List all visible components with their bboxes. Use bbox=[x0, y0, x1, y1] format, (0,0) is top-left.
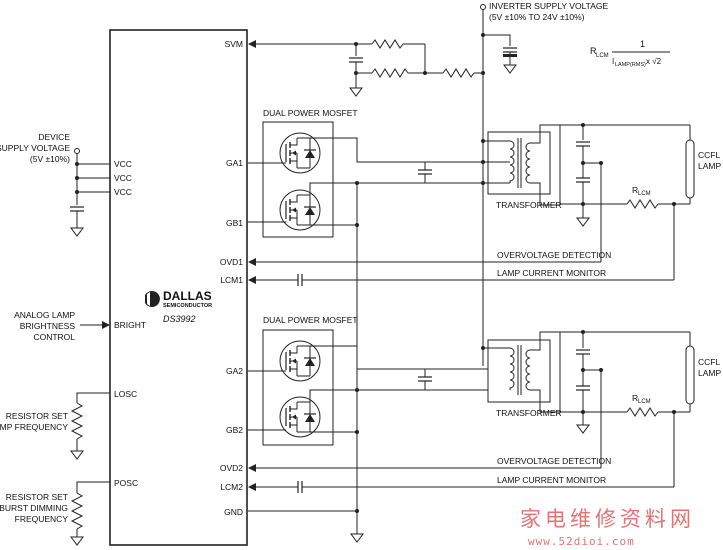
pin-lcm2: LCM2 bbox=[220, 482, 243, 492]
supply-voltage-monitor-network bbox=[248, 39, 485, 97]
formula-denominator: I bbox=[612, 57, 614, 66]
rlcm2-label: R bbox=[632, 393, 638, 403]
channel-2: DUAL POWER MOSFET TRANSFORMER bbox=[248, 315, 721, 494]
burst-label-2: BURST DIMMING bbox=[0, 503, 68, 513]
rlcm-formula: R LCM 1 I LAMP(RMS) x √2 bbox=[590, 39, 670, 68]
watermark-line-1: 家电维修资料网 bbox=[520, 507, 695, 531]
pin-ga2: GA2 bbox=[226, 366, 243, 376]
pin-bright: BRIGHT bbox=[114, 320, 146, 330]
lamp-frequency-resistor: RESISTOR SET LAMP FREQUENCY bbox=[0, 392, 110, 460]
ovd1-label: OVERVOLTAGE DETECTION bbox=[497, 250, 611, 260]
lcm1-label: LAMP CURRENT MONITOR bbox=[497, 268, 606, 278]
pin-ovd2: OVD2 bbox=[220, 463, 243, 473]
lamp2-label-2: LAMP bbox=[698, 368, 721, 378]
analog-label-1: ANALOG LAMP bbox=[14, 310, 75, 320]
lamp2-label-1: CCFL bbox=[698, 357, 720, 367]
ovd2-label: OVERVOLTAGE DETECTION bbox=[497, 456, 611, 466]
device-supply-label-3: (5V ±10%) bbox=[30, 154, 70, 164]
inverter-supply-label-2: (5V ±10% TO 24V ±10%) bbox=[489, 12, 585, 22]
pin-lcm1: LCM1 bbox=[220, 275, 243, 285]
pin-vcc-2: VCC bbox=[114, 173, 132, 183]
pin-posc: POSC bbox=[114, 478, 138, 488]
burst-frequency-resistor: RESISTOR SET BURST DIMMING FREQUENCY bbox=[0, 481, 110, 546]
channel-1: DUAL POWER MOSFET bbox=[248, 108, 721, 287]
device-supply-label-2: SUPPLY VOLTAGE bbox=[0, 143, 70, 153]
analog-label-3: CONTROL bbox=[33, 332, 75, 342]
rlcm1-label: R bbox=[632, 185, 638, 195]
analog-label-2: BRIGHTNESS bbox=[20, 321, 76, 331]
watermark-line-2: www.52dioi.com bbox=[528, 535, 635, 548]
inverter-supply-label-1: INVERTER SUPPLY VOLTAGE bbox=[489, 1, 609, 11]
dallas-logo: DALLAS SEMICONDUCTOR DS3992 bbox=[145, 289, 212, 324]
analog-brightness-input: ANALOG LAMP BRIGHTNESS CONTROL bbox=[14, 310, 110, 342]
formula-lhs-sub: LCM bbox=[596, 53, 609, 59]
rlcm2-label-sub: LCM bbox=[638, 399, 651, 405]
transformer1-label: TRANSFORMER bbox=[496, 200, 562, 210]
pin-losc: LOSC bbox=[114, 389, 137, 399]
pin-ovd1: OVD1 bbox=[220, 257, 243, 267]
mosfet1-label: DUAL POWER MOSFET bbox=[263, 108, 358, 118]
formula-lhs: R bbox=[590, 46, 597, 56]
burst-label-1: RESISTOR SET bbox=[6, 492, 68, 502]
watermark: 家电维修资料网 www.52dioi.com bbox=[520, 507, 695, 548]
pin-gnd: GND bbox=[224, 507, 243, 517]
burst-label-3: FREQUENCY bbox=[15, 514, 69, 524]
pin-vcc-3: VCC bbox=[114, 187, 132, 197]
vendor-subtitle: SEMICONDUCTOR bbox=[163, 303, 212, 309]
lamp1-label-1: CCFL bbox=[698, 150, 720, 160]
rlcm1-label-sub: LCM bbox=[638, 191, 651, 197]
lamp-freq-label-1: RESISTOR SET bbox=[6, 411, 68, 421]
pin-ga1: GA1 bbox=[226, 158, 243, 168]
ground-rail bbox=[248, 183, 364, 543]
lamp1-label-2: LAMP bbox=[698, 161, 721, 171]
transformer2-label: TRANSFORMER bbox=[496, 408, 562, 418]
pin-svm: SVM bbox=[225, 39, 243, 49]
pin-vcc-1: VCC bbox=[114, 159, 132, 169]
formula-denominator-rest: x √2 bbox=[646, 57, 662, 66]
part-number: DS3992 bbox=[163, 314, 196, 324]
pin-gb1: GB1 bbox=[226, 218, 243, 228]
ic-body bbox=[109, 29, 248, 546]
formula-numerator: 1 bbox=[640, 39, 645, 49]
lcm2-label: LAMP CURRENT MONITOR bbox=[497, 475, 606, 485]
device-supply-label-1: DEVICE bbox=[38, 132, 70, 142]
pin-gb2: GB2 bbox=[226, 425, 243, 435]
formula-denominator-sub: LAMP(RMS) bbox=[615, 62, 646, 68]
vendor-name: DALLAS bbox=[163, 289, 212, 303]
lamp-freq-label-2: LAMP FREQUENCY bbox=[0, 422, 68, 432]
mosfet2-label: DUAL POWER MOSFET bbox=[263, 315, 358, 325]
device-supply-network: DEVICE SUPPLY VOLTAGE (5V ±10%) bbox=[0, 132, 110, 237]
